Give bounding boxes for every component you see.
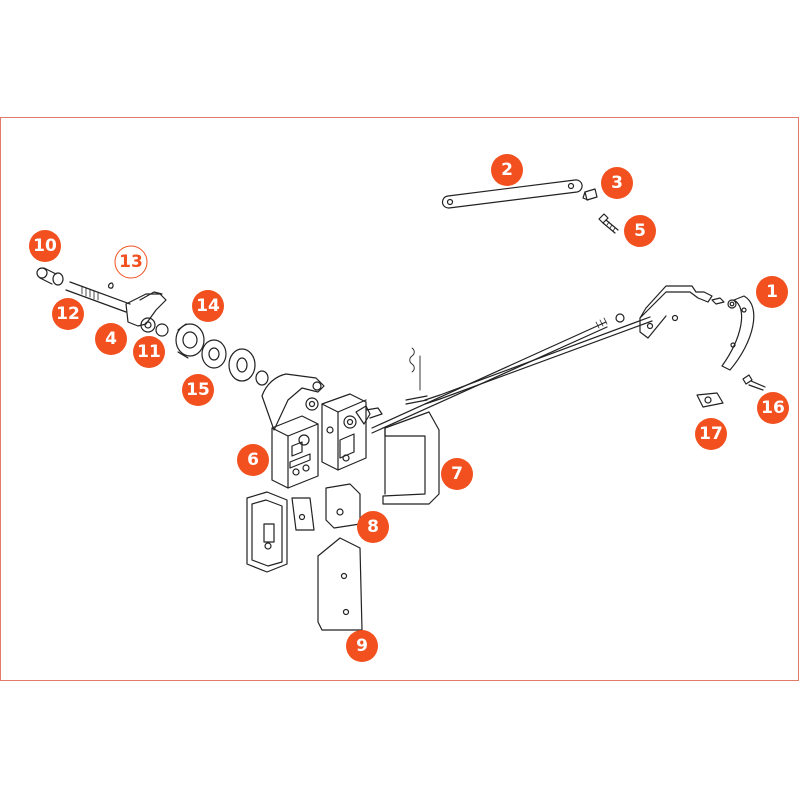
shaft-assembly [36, 267, 169, 337]
lever-plate [261, 373, 325, 431]
callout-4: 4 [95, 323, 127, 355]
callout-15-label: 15 [186, 380, 210, 400]
diagram-frame [0, 117, 799, 681]
callout-12: 12 [52, 298, 84, 330]
callout-10-label: 10 [33, 236, 57, 256]
callouts: 1 2 3 4 5 6 7 [29, 154, 789, 662]
callout-14-label: 14 [196, 296, 220, 316]
callout-3-label: 3 [611, 173, 623, 193]
part-7-channel-bracket [382, 411, 440, 505]
part-3-clip [582, 188, 598, 201]
callout-7-label: 7 [451, 464, 463, 484]
callout-16-label: 16 [761, 398, 785, 418]
part-1-curved-arm [721, 295, 755, 371]
callout-1-label: 1 [766, 282, 778, 302]
callout-17: 17 [695, 418, 727, 450]
callout-10: 10 [29, 230, 61, 262]
part-8-pieces [246, 483, 361, 573]
callout-13: 13 [114, 245, 148, 279]
callout-6: 6 [237, 444, 269, 476]
callout-13-label: 13 [119, 252, 143, 272]
part-16-screw [742, 374, 766, 391]
callout-3: 3 [601, 167, 633, 199]
part-6-latch-body [271, 415, 319, 489]
latch-housing [321, 393, 383, 471]
callout-15: 15 [182, 374, 214, 406]
callout-14: 14 [192, 290, 224, 322]
callout-5: 5 [624, 215, 656, 247]
upper-bracket [639, 285, 737, 339]
callout-11: 11 [133, 336, 165, 368]
callout-9: 9 [346, 630, 378, 662]
callout-5-label: 5 [634, 221, 646, 241]
callout-8: 8 [357, 511, 389, 543]
callout-8-label: 8 [367, 517, 379, 537]
part-2-strap [441, 179, 583, 209]
callout-12-label: 12 [56, 304, 80, 324]
long-rod [371, 313, 625, 434]
part-9-plate [317, 537, 363, 631]
washers [175, 323, 269, 386]
callout-2: 2 [491, 154, 523, 186]
callout-4-label: 4 [105, 329, 117, 349]
callout-11-label: 11 [137, 342, 161, 362]
callout-1: 1 [756, 276, 788, 308]
callout-9-label: 9 [356, 636, 368, 656]
part-17-nut [696, 392, 724, 408]
callout-17-label: 17 [699, 424, 723, 444]
callout-6-label: 6 [247, 450, 259, 470]
callout-16: 16 [757, 392, 789, 424]
part-5-screw [598, 213, 619, 234]
linkage-rod [405, 316, 653, 405]
callout-7: 7 [441, 458, 473, 490]
callout-2-label: 2 [501, 160, 513, 180]
